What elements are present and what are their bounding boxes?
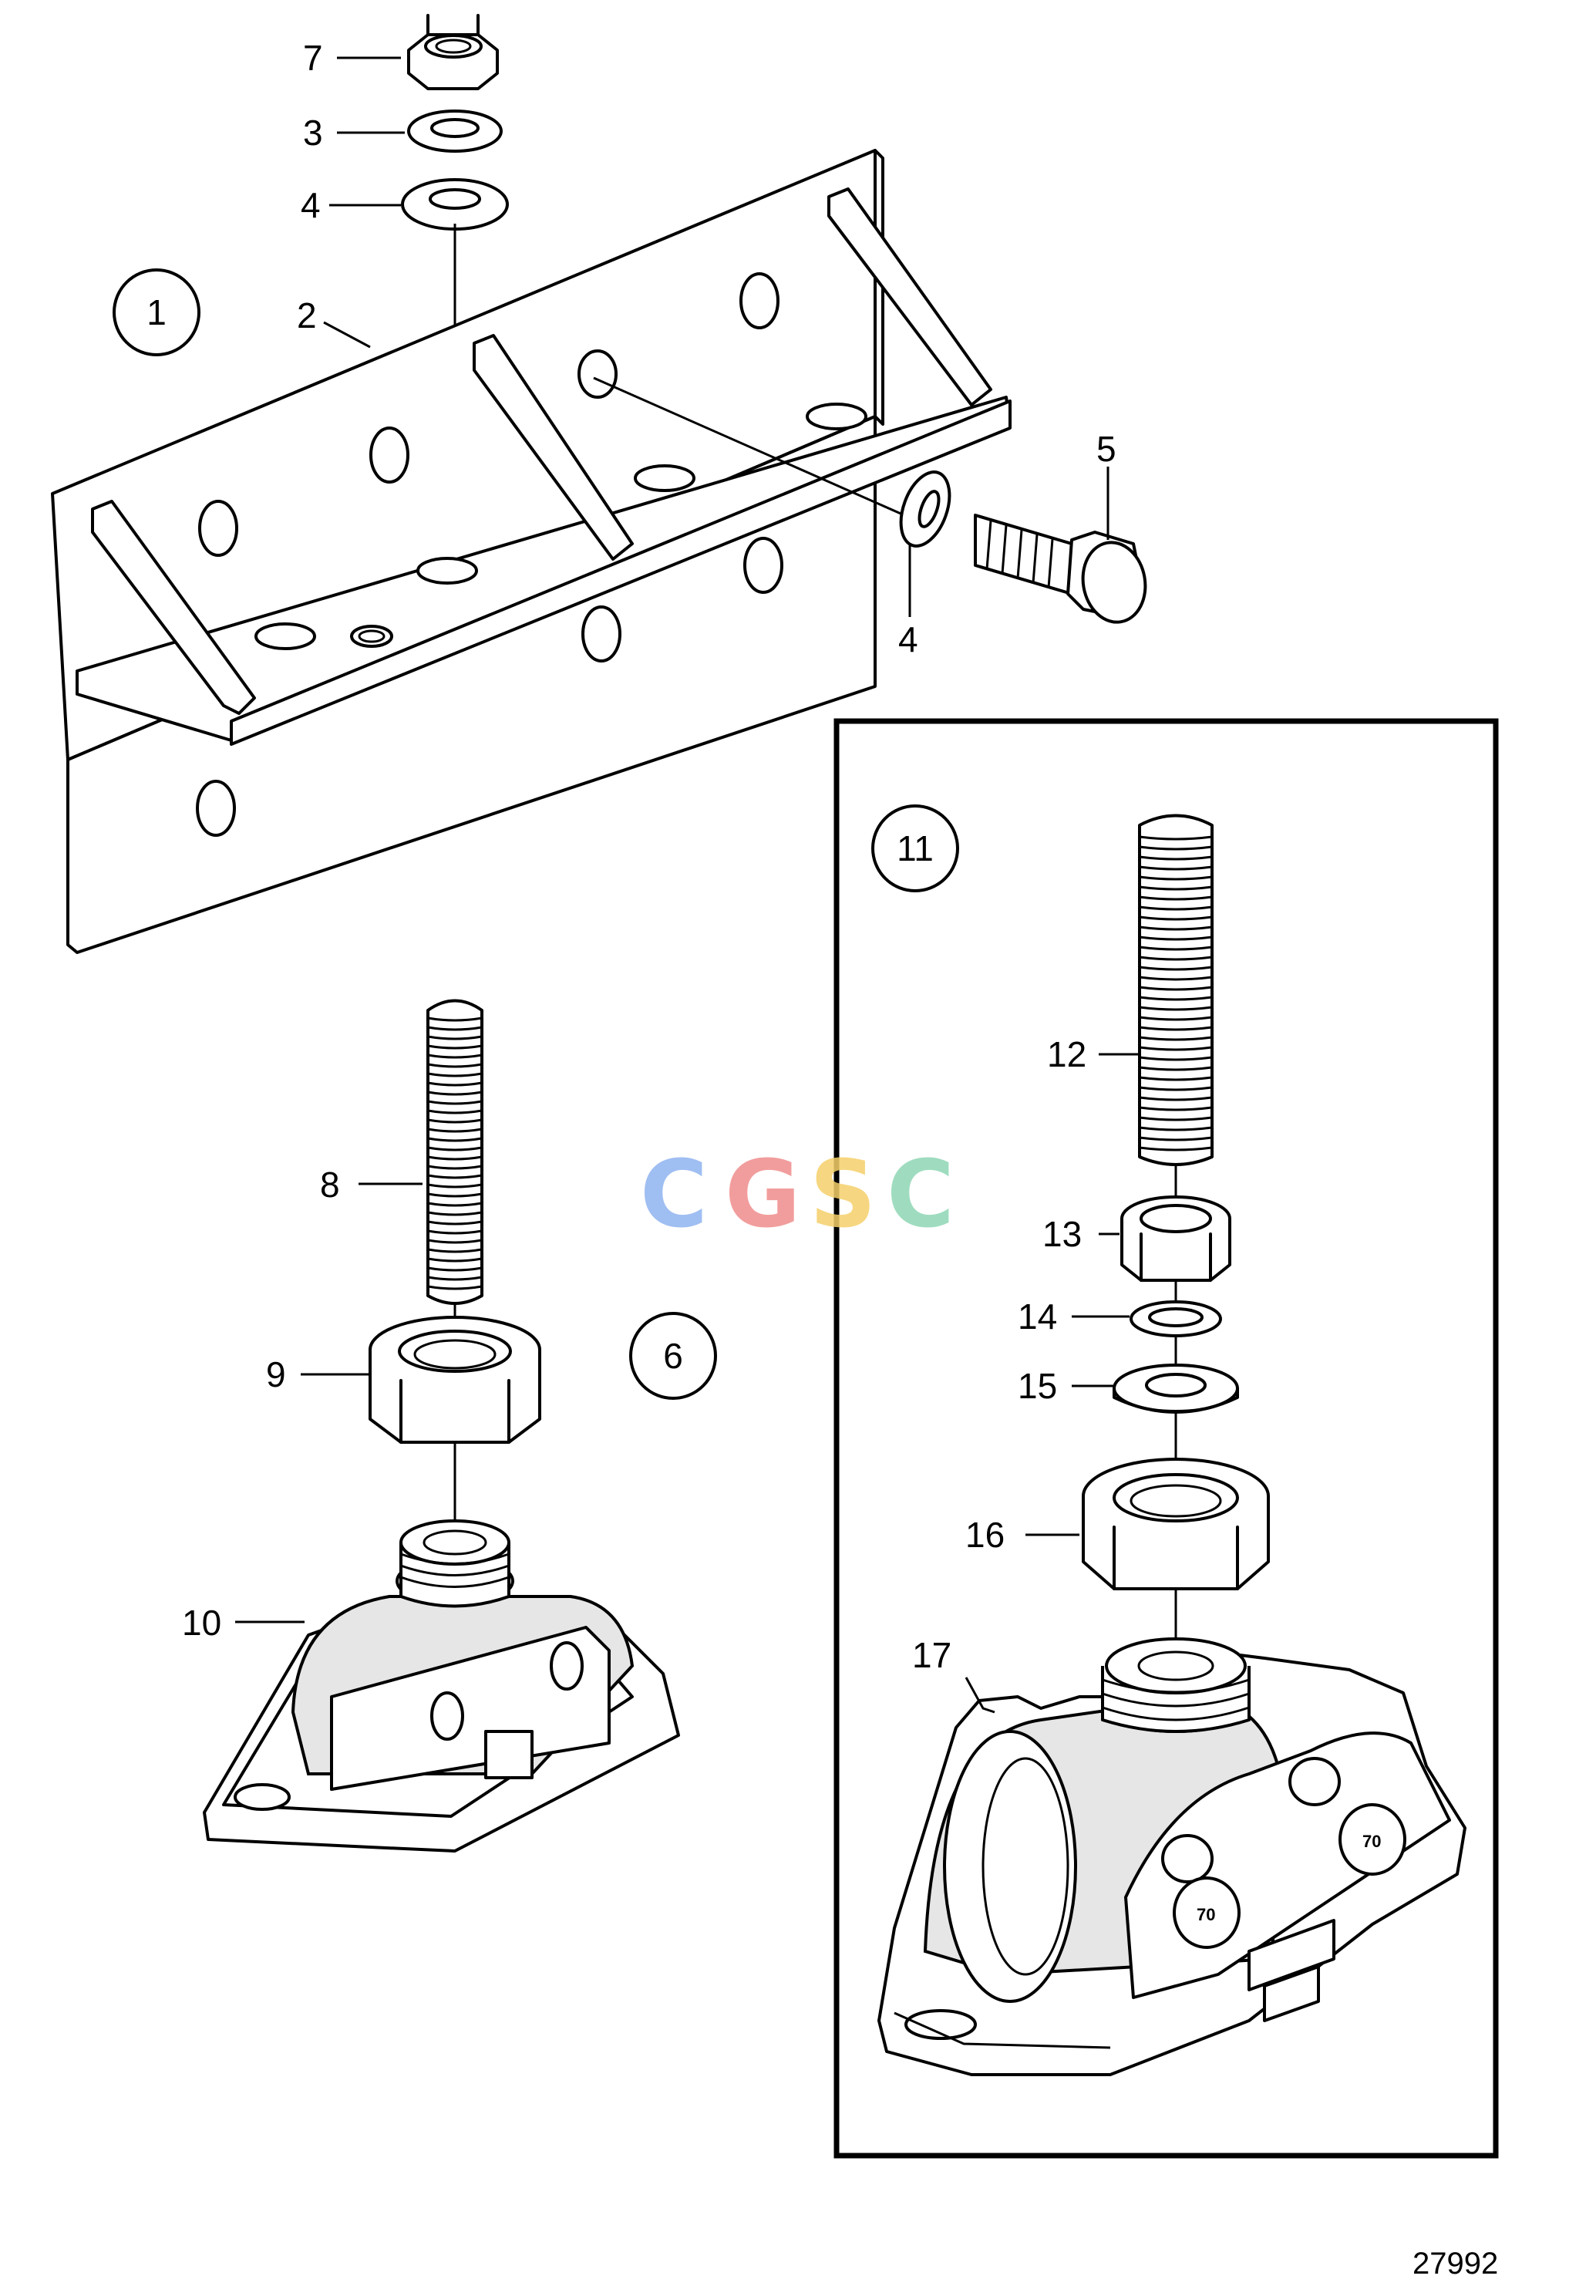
nut-9 — [369, 1316, 541, 1444]
bracket-2 — [51, 149, 1012, 954]
watermark-letter-c2: C — [887, 1141, 955, 1249]
washer-4-top — [401, 178, 509, 231]
label-17: 17 — [912, 1635, 951, 1675]
engine-mount-17: 70 70 — [877, 1637, 1466, 2076]
leader-lines — [235, 56, 1140, 1714]
label-3: 3 — [303, 113, 323, 153]
watermark-letter-c1: C — [640, 1141, 708, 1249]
washer-3 — [407, 110, 503, 153]
nut-7 — [407, 14, 499, 90]
label-9: 9 — [266, 1354, 286, 1394]
mount-mark-b: 70 — [1362, 1832, 1381, 1851]
svg-text:6: 6 — [663, 1336, 683, 1376]
watermark-letter-g: G — [725, 1141, 801, 1249]
washer-4-side — [899, 470, 951, 548]
label-4-top: 4 — [301, 185, 321, 225]
label-15: 15 — [1018, 1366, 1057, 1406]
label-13: 13 — [1042, 1214, 1082, 1254]
bolt-5 — [974, 514, 1147, 624]
callout-circle-6: 6 — [629, 1312, 717, 1400]
label-4-side: 4 — [898, 619, 918, 659]
svg-text:11: 11 — [897, 828, 934, 868]
label-10: 10 — [182, 1603, 221, 1643]
stud-12 — [1138, 814, 1214, 1166]
watermark: C G S C — [640, 1141, 955, 1249]
washer-15 — [1113, 1364, 1239, 1414]
label-12: 12 — [1047, 1034, 1086, 1074]
engine-mount-10 — [203, 1519, 680, 1853]
label-14: 14 — [1018, 1296, 1057, 1337]
label-8: 8 — [320, 1165, 340, 1205]
svg-text:1: 1 — [146, 292, 167, 332]
nut-13 — [1120, 1195, 1231, 1282]
callout-circle-1: 1 — [113, 268, 200, 356]
mount-mark-a: 70 — [1197, 1905, 1215, 1924]
nut-16 — [1082, 1458, 1270, 1590]
label-2: 2 — [297, 295, 317, 335]
watermark-letter-s: S — [810, 1141, 876, 1249]
washer-14 — [1130, 1300, 1222, 1337]
label-16: 16 — [965, 1515, 1005, 1555]
callout-circle-11: 11 — [871, 804, 959, 892]
inset-frame — [833, 718, 1499, 2159]
figure-number: 27992 — [1412, 2247, 1498, 2281]
bolt-axis — [593, 376, 926, 526]
label-7: 7 — [303, 38, 323, 78]
label-5: 5 — [1096, 429, 1116, 469]
stud-8 — [426, 999, 483, 1305]
